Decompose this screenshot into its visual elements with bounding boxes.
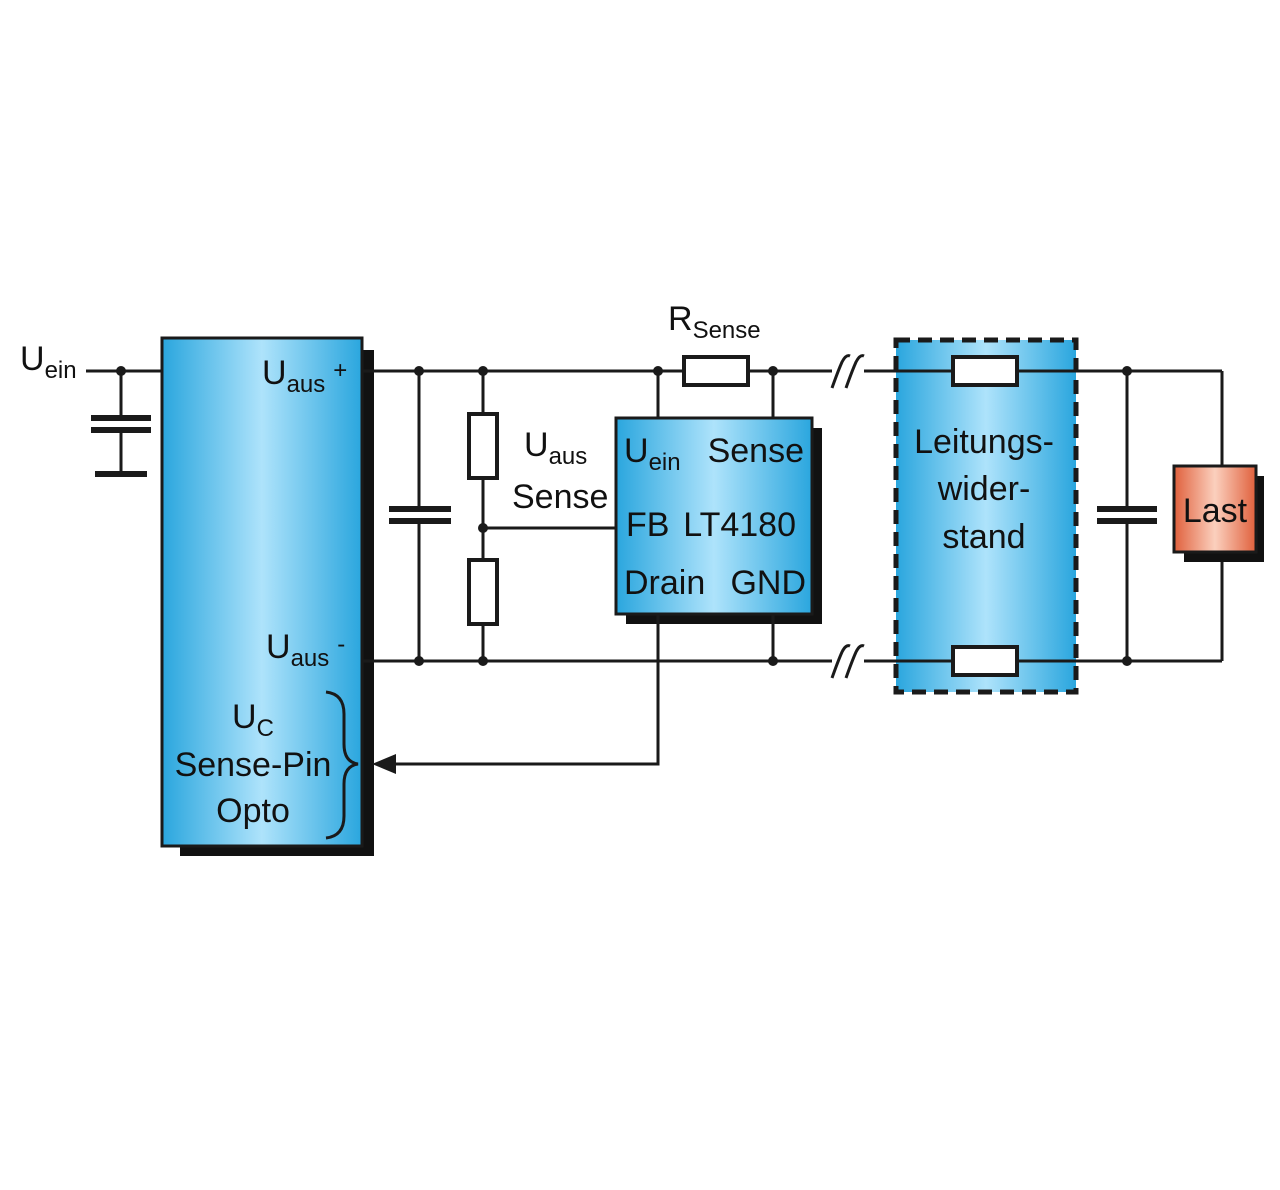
load-block (1172, 464, 1258, 554)
junction-dot (478, 366, 488, 376)
cable-resistor-bottom (951, 645, 1019, 677)
control-brace (325, 690, 359, 840)
junction-dot (478, 656, 488, 666)
divider-label-sense: Sense (512, 478, 608, 516)
regulator-block (160, 336, 364, 848)
controller-ic (614, 416, 814, 616)
output-capacitor (389, 371, 451, 661)
load-capacitor (1097, 371, 1157, 661)
feedback-arrow-icon (372, 754, 396, 774)
ic-pin-fb: FB (626, 506, 669, 544)
out-minus-label: Uaus- (266, 628, 345, 672)
control-label-uc: UC (232, 698, 274, 742)
cable-label-line2: wider- (937, 470, 1031, 508)
cable-label-line1: Leitungs- (914, 423, 1054, 461)
line-break-symbol-top (830, 354, 865, 389)
input-capacitor (91, 371, 151, 477)
control-label-sense-pin: Sense-Pin (175, 746, 332, 784)
divider-resistor-bottom (467, 558, 499, 626)
out-plus-label: Uaus+ (262, 354, 347, 398)
sense-resistor (682, 355, 750, 387)
control-label-opto: Opto (216, 792, 290, 830)
cable-resistor-top (951, 355, 1019, 387)
cable-label-line3: stand (942, 518, 1025, 556)
ic-pin-drain: Drain (624, 564, 705, 602)
junction-dot (414, 656, 424, 666)
junction-dot (768, 656, 778, 666)
divider-label-uaus: Uaus (524, 426, 587, 470)
junction-dot (1122, 366, 1132, 376)
junction-dot (1122, 656, 1132, 666)
ic-pin-sense: Sense (708, 432, 804, 470)
sense-resistor-label: RSense (668, 300, 761, 344)
ic-pin-gnd: GND (730, 564, 806, 602)
ic-part-number: LT4180 (683, 506, 796, 544)
line-break-symbol-bottom (830, 644, 865, 679)
input-voltage-label: Uein (20, 340, 77, 384)
divider-resistor-top (467, 412, 499, 480)
load-label: Last (1183, 492, 1248, 530)
junction-dot (414, 366, 424, 376)
voltage-divider (467, 371, 499, 661)
drain-feedback-wire (384, 614, 660, 766)
cable-resistance-block (893, 337, 1079, 695)
ic-pin-uein: Uein (624, 432, 681, 476)
